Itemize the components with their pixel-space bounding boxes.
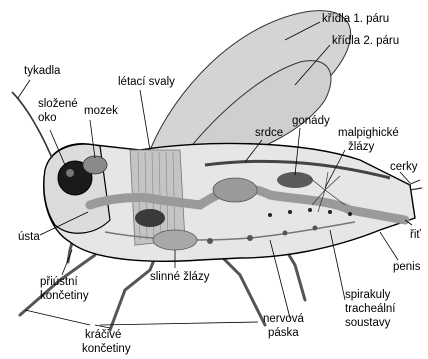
label-nerve-cord-2: páska bbox=[268, 327, 299, 339]
label-mouthparts-2: končetiny bbox=[40, 290, 89, 302]
label-anus: řiť bbox=[410, 229, 421, 241]
label-walking-legs-2: končetiny bbox=[82, 343, 131, 355]
label-penis: penis bbox=[393, 261, 421, 273]
label-malpighian-2: žlázy bbox=[348, 141, 374, 153]
label-antennae: tykadla bbox=[24, 65, 61, 77]
brain bbox=[83, 156, 107, 174]
label-malpighian-1: malpighické bbox=[338, 127, 399, 139]
label-walking-legs-1: kráčivé bbox=[85, 329, 121, 341]
label-spiracles-2: tracheální bbox=[345, 303, 396, 315]
label-wings-second: křídla 2. páru bbox=[332, 35, 399, 47]
crop bbox=[213, 178, 257, 202]
label-compound-eye-2: oko bbox=[38, 112, 57, 124]
label-nerve-cord-1: nervová bbox=[263, 313, 305, 325]
salivary-gland-dark bbox=[135, 209, 165, 227]
label-mouth: ústa bbox=[18, 231, 40, 243]
label-mouthparts-1: přiústní bbox=[40, 276, 79, 288]
label-brain: mozek bbox=[84, 105, 118, 117]
label-spiracles-3: soustavy bbox=[345, 317, 391, 329]
label-flight-muscles: létací svaly bbox=[118, 76, 175, 88]
salivary-glands bbox=[153, 230, 197, 250]
label-salivary-glands: slinné žlázy bbox=[150, 271, 210, 283]
label-spiracles-1: spirakuly bbox=[345, 289, 391, 301]
eye-highlight bbox=[66, 169, 74, 177]
label-heart: srdce bbox=[255, 127, 283, 139]
label-compound-eye-1: složené bbox=[38, 98, 78, 110]
label-cerci: cerky bbox=[390, 161, 418, 173]
label-gonads: gonády bbox=[292, 115, 330, 127]
label-wings-first: křídla 1. páru bbox=[322, 13, 389, 25]
